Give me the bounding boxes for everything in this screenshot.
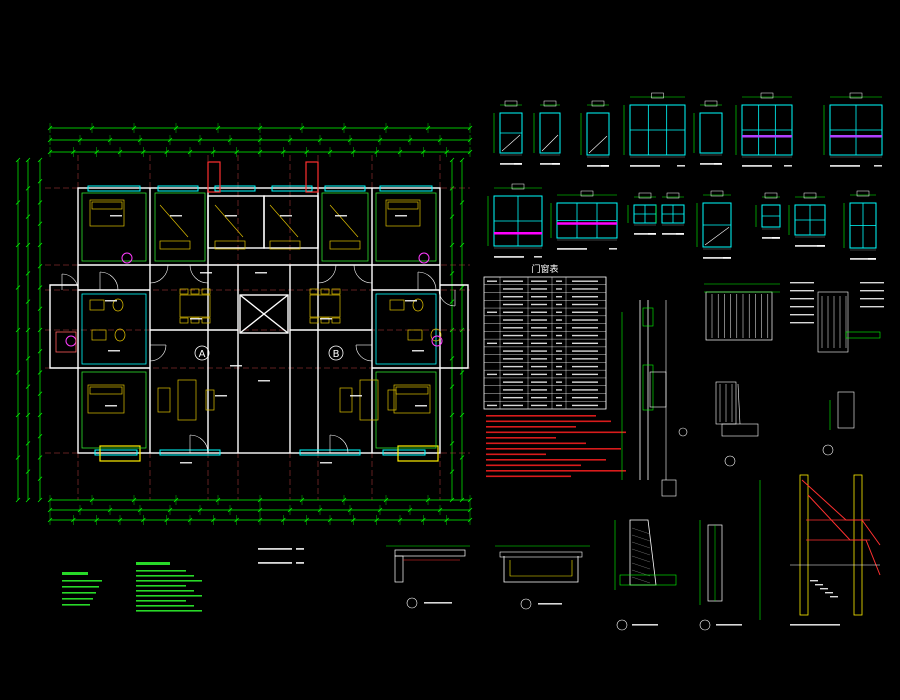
construction-details	[386, 282, 884, 631]
unit-a-marker: A	[199, 349, 206, 360]
plan-accents	[55, 252, 443, 353]
plan-windows	[87, 185, 433, 456]
plan-dimension-ticks	[15, 123, 473, 525]
schedule-cells	[487, 280, 598, 407]
door-window-elevations	[487, 92, 883, 260]
plan-doors	[61, 264, 456, 454]
schedule-title: 门窗表	[531, 263, 558, 275]
plan-label-marks	[105, 215, 427, 464]
schedule-grid	[484, 277, 607, 409]
plan-furniture	[87, 199, 442, 421]
plan-unit-markers: A B	[194, 345, 344, 361]
unit-b-marker: B	[333, 349, 340, 360]
plan-balconies	[99, 161, 439, 462]
floor-plan: A B	[15, 123, 473, 525]
plan-rooms	[81, 192, 437, 449]
schedule-notes	[486, 415, 626, 478]
plan-notes-left	[62, 548, 304, 612]
door-window-schedule: 门窗表	[483, 263, 626, 478]
